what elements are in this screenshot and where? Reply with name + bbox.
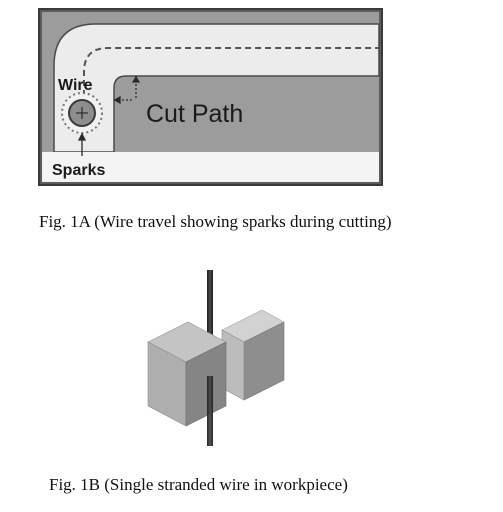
sparks-pointer-arrow [77,132,87,156]
bottom-strip [42,152,379,182]
wire-label: Wire [58,77,93,94]
left-block-front-face [185,341,227,427]
gap-arrows [113,75,141,105]
figure-1a-caption: Fig. 1A (Wire travel showing sparks duri… [39,212,392,231]
cut-path-label: Cut Path [146,100,243,128]
wire-travel-diagram: Wire Cut Path Sparks [38,8,383,186]
wire-rod-bottom [207,376,213,446]
cut-path-dashed-line [83,47,379,106]
figure-1b-caption: Fig. 1B (Single stranded wire in workpie… [49,475,348,494]
sparks-label: Sparks [52,162,105,179]
wire-in-workpiece-illustration [147,270,285,446]
wire-rod-top [207,270,213,348]
